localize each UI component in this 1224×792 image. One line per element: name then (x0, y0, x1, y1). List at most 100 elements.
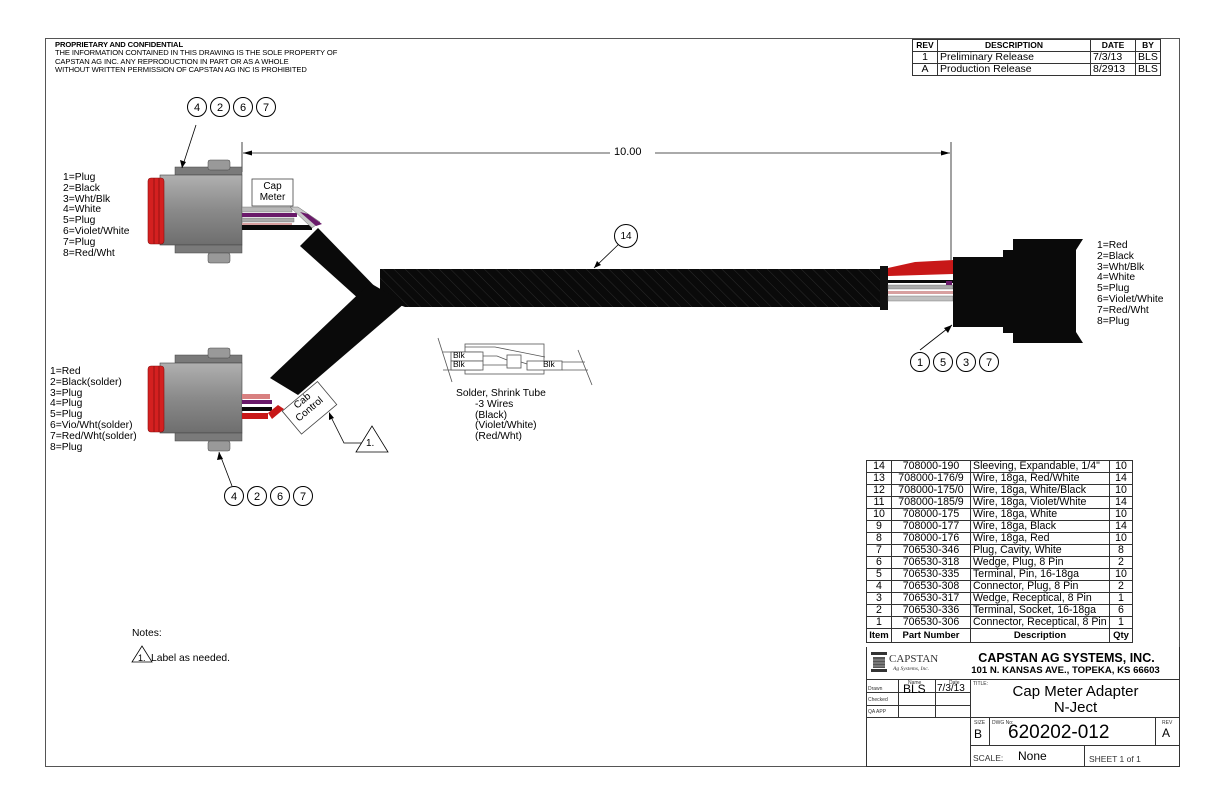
pin-label: 4=White (63, 204, 102, 216)
bom-item-cell: 11 (866, 496, 892, 509)
title-block: CAPSTAN Ag Systems, Inc. CAPSTAN AG SYST… (866, 647, 1180, 767)
bom-qty-cell: 2 (1109, 556, 1133, 569)
pin-label: 8=Plug (1097, 315, 1130, 327)
proprietary-line: WITHOUT WRITTEN PERMISSION OF CAPSTAN AG… (55, 65, 307, 75)
splice-caption-title: Solder, Shrink Tube (456, 388, 546, 399)
bom-qty-cell: 10 (1109, 568, 1133, 581)
logo-wordmark: CAPSTAN (889, 653, 939, 665)
bom-part-number-cell: 706530-336 (891, 604, 971, 617)
pin-label: 1=Red (50, 366, 81, 377)
sleeve-trunk (270, 228, 888, 395)
bom-part-number-cell: 708000-185/9 (891, 496, 971, 509)
bom-item-cell: 5 (866, 568, 892, 581)
bom-part-number-cell: 706530-346 (891, 544, 971, 557)
bom-description-cell: Wedge, Receptical, 8 Pin (970, 592, 1110, 605)
bom-description-cell: Wire, 18ga, Red (970, 532, 1110, 545)
bom-item-header: Item (866, 628, 892, 643)
drawing-title-line2: N-Ject (1053, 699, 1098, 716)
bom-item-cell: 2 (866, 604, 892, 617)
pin-label: 3=Wht/Blk (63, 193, 111, 205)
pin-label: 7=Red/Wht (1097, 304, 1149, 316)
bom-item-cell: 9 (866, 520, 892, 533)
bom-description-cell: Plug, Cavity, White (970, 544, 1110, 557)
dwg-no-label: DWG No: (992, 720, 1014, 726)
pin-label: 1=Plug (63, 172, 96, 183)
bom-part-number-cell: 708000-190 (891, 460, 971, 473)
splice-caption-line: (Black) (475, 409, 508, 421)
bom-item-cell: 1 (866, 616, 892, 629)
bom-part-number-cell: 708000-177 (891, 520, 971, 533)
cap-meter-label-line2: Meter (259, 192, 286, 203)
cab-control-connector (147, 347, 284, 452)
cap-meter-label: Cap Meter (252, 181, 293, 203)
item-balloon: 1 (910, 352, 930, 372)
date-column-header: Date (949, 680, 960, 686)
bom-part-number-header: Part Number (891, 628, 971, 643)
cap-meter-label-line1: Cap (263, 181, 282, 192)
bom-qty-cell: 10 (1109, 532, 1133, 545)
drawn-by: BLS (903, 682, 926, 696)
bom-qty-cell: 2 (1109, 580, 1133, 593)
item-balloon: 7 (979, 352, 999, 372)
bom-item-cell: 12 (866, 484, 892, 497)
bom-qty-cell: 10 (1109, 508, 1133, 521)
item-balloon: 7 (256, 97, 276, 117)
notes-flag-triangle (131, 645, 153, 663)
revision-table: REV DESCRIPTION DATE BY 1 Preliminary Re… (912, 39, 1161, 76)
item-balloon: 4 (224, 486, 244, 506)
splice-caption-line: (Violet/White) (475, 420, 537, 432)
note-flag-label: 1. (366, 438, 375, 449)
bom-qty-cell: 14 (1109, 496, 1133, 509)
item-balloon: 2 (210, 97, 230, 117)
bom-description-cell: Wire, 18ga, White (970, 508, 1110, 521)
cap-meter-pinout: 1=Plug 2=Black 3=Wht/Blk 4=White 5=Plug … (63, 172, 130, 259)
splice-detail-sketch (437, 337, 593, 386)
pin-label: 4=Plug (50, 398, 83, 410)
pin-label: 7=Red/Wht(solder) (50, 430, 137, 442)
splice-wire-label: Blk (453, 350, 465, 360)
name-column-header: Name (908, 680, 922, 686)
bom-qty-cell: 8 (1109, 544, 1133, 557)
pin-label: 5=Plug (50, 409, 83, 421)
pin-label: 6=Vio/Wht(solder) (50, 419, 133, 431)
splice-caption-line: (Red/Wht) (475, 431, 522, 443)
pin-label: 7=Plug (63, 236, 96, 248)
bom-description-cell: Terminal, Socket, 16-18ga (970, 604, 1110, 617)
bom-item-cell: 14 (866, 460, 892, 473)
pin-label: 8=Red/Wht (63, 247, 115, 259)
bom-item-cell: 10 (866, 508, 892, 521)
pin-label: 2=Black (1097, 250, 1134, 262)
item-balloon: 5 (933, 352, 953, 372)
proprietary-line: CAPSTAN AG INC. ANY REPRODUCTION IN PART… (55, 56, 289, 66)
splice-wire-label: Blk (543, 359, 555, 369)
bom-item-cell: 3 (866, 592, 892, 605)
bom-description-cell: Terminal, Pin, 16-18ga (970, 568, 1110, 581)
leader-arrowheads (180, 160, 952, 460)
bom-part-number-cell: 706530-335 (891, 568, 971, 581)
company-address: 101 N. KANSAS AVE., TOPEKA, KS 66603 (971, 665, 1160, 676)
bom-part-number-cell: 708000-176/9 (891, 472, 971, 485)
drawn-date: 7/3/13 (937, 683, 965, 694)
drawing-title: Cap Meter Adapter N-Ject (971, 684, 1180, 716)
receptacle-pinout: 1=Red 2=Black 3=Wht/Blk 4=White 5=Plug 6… (1097, 240, 1164, 327)
size-label: SIZE (974, 720, 986, 726)
proprietary-line: THE INFORMATION CONTAINED IN THIS DRAWIN… (55, 48, 338, 58)
bom-item-cell: 8 (866, 532, 892, 545)
bom-part-number-cell: 706530-308 (891, 580, 971, 593)
pin-label: 3=Plug (50, 387, 83, 399)
rev-cell: A (912, 63, 938, 76)
pin-label: 2=Black (63, 182, 100, 194)
drawing-number: 620202-012 (1008, 722, 1110, 743)
